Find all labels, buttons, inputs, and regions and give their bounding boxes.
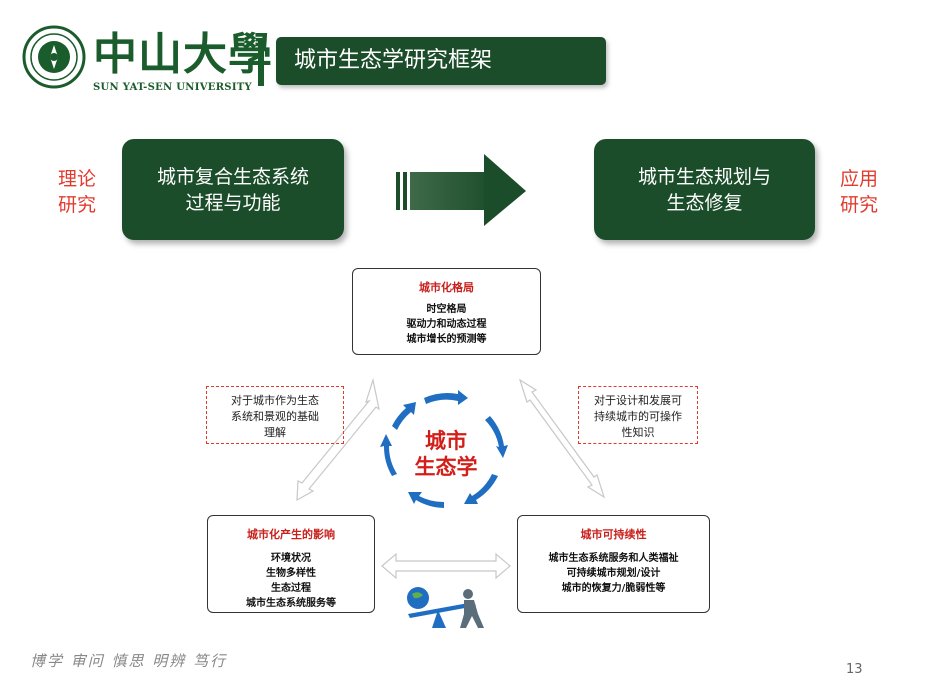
basic-understanding-note: 对于城市作为生态 系统和景观的基础 理解 — [206, 386, 344, 444]
title-divider — [258, 38, 264, 86]
university-name-en: SUN YAT-SEN UNIVERSITY — [93, 82, 252, 93]
slide-title: 城市生态学研究框架 — [276, 37, 606, 85]
process-function-box: 城市复合生态系统 过程与功能 — [122, 139, 344, 240]
big-right-arrow — [396, 154, 526, 226]
left-double-arrow — [296, 377, 380, 502]
planning-restoration-box: 城市生态规划与 生态修复 — [594, 139, 815, 240]
university-motto: 博学 审问 慎思 明辨 笃行 — [30, 652, 228, 670]
urbanization-pattern-box: 城市化格局 时空格局 驱动力和动态过程 城市增长的预测等 — [352, 268, 541, 355]
urban-sustainability-box: 城市可持续性 城市生态系统服务和人类福祉 可持续城市规划/设计 城市的恢复力/脆… — [517, 515, 710, 613]
urbanization-pattern-title: 城市化格局 — [419, 281, 474, 294]
page-number: 13 — [846, 662, 863, 677]
application-label: 应用 研究 — [839, 168, 878, 216]
globe-seesaw-figure-icon — [407, 587, 484, 628]
urbanization-impact-box: 城市化产生的影响 环境状况 生物多样性 生态过程 城市生态系统服务等 — [207, 515, 375, 613]
bottom-double-arrow — [381, 552, 511, 580]
theory-label: 理论 研究 — [57, 168, 96, 216]
university-seal-icon — [22, 25, 86, 89]
urban-ecology-center-label: 城市 生态学 — [414, 429, 478, 479]
cycle-arrows-icon — [380, 390, 508, 508]
right-double-arrow — [518, 378, 606, 499]
urbanization-impact-title: 城市化产生的影响 — [247, 528, 335, 541]
university-name-cn: 中山大學 — [93, 29, 273, 80]
operational-knowledge-note: 对于设计和发展可 持续城市的可操作 性知识 — [578, 386, 698, 444]
urban-sustainability-title: 城市可持续性 — [580, 528, 647, 541]
